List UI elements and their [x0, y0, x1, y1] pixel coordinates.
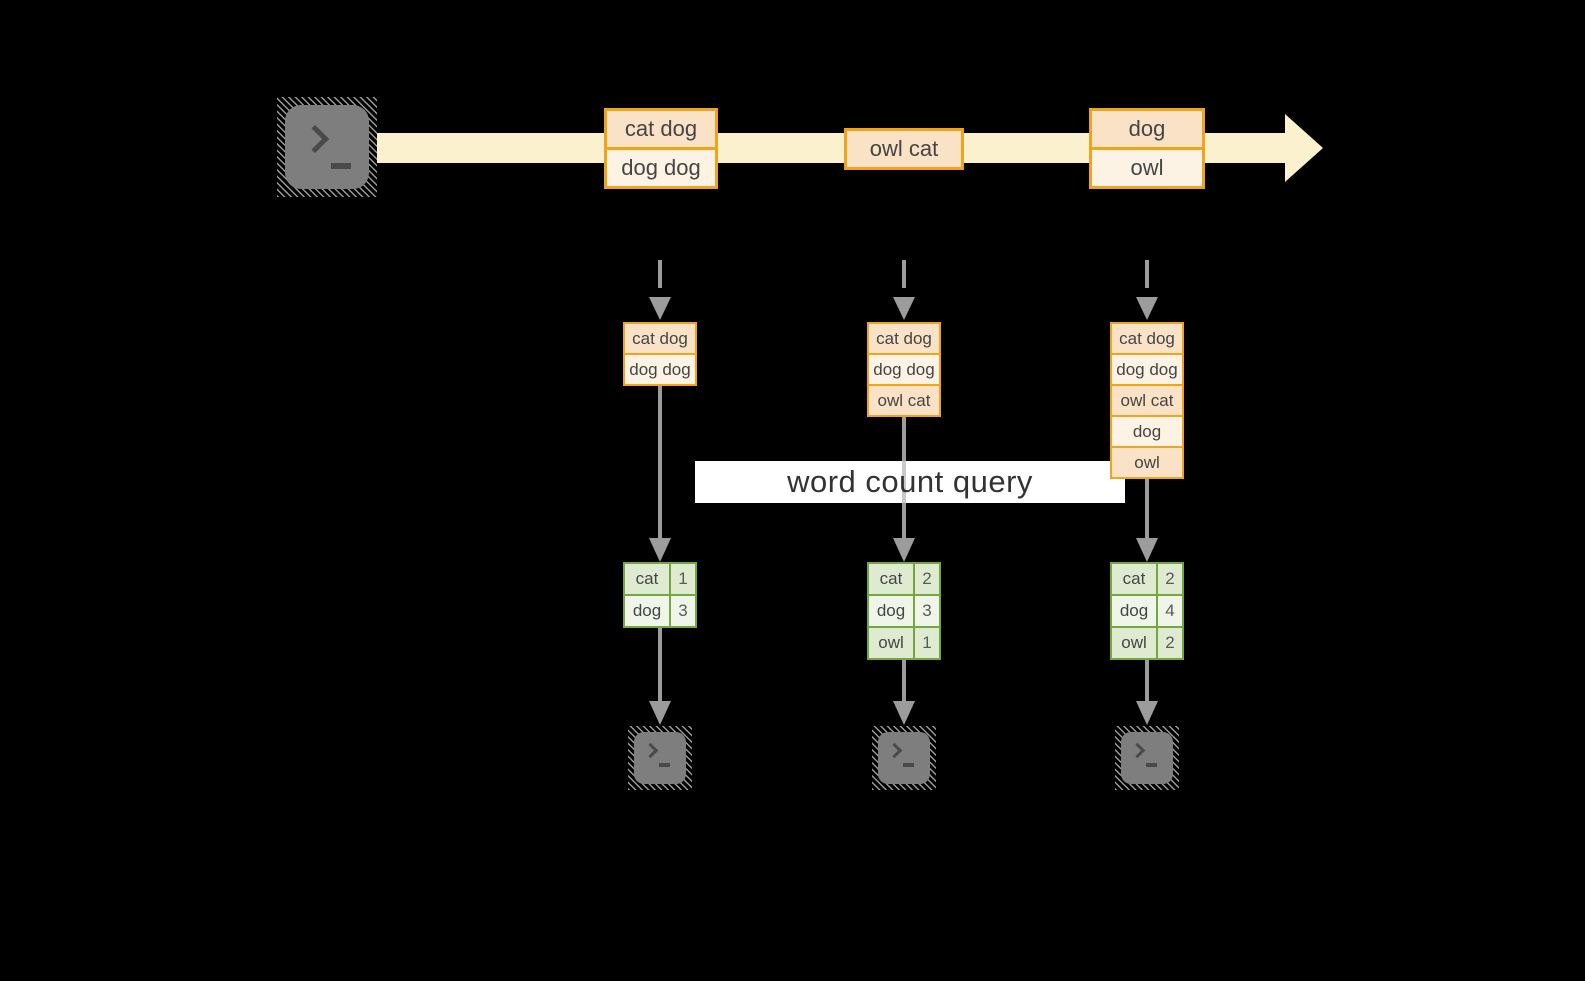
arrow-crossing-line [902, 461, 906, 503]
batch-row: dog dog [869, 353, 939, 384]
dashed-arrowhead-icon [1136, 297, 1158, 320]
prompt-chevron-icon [1129, 742, 1146, 759]
prompt-underscore-icon [659, 763, 670, 767]
output-arrow-shaft [1145, 660, 1149, 702]
count-row: owl 2 [1112, 626, 1182, 658]
batch-row: owl [1112, 446, 1182, 477]
count-cell: 2 [915, 564, 939, 594]
count-row: dog 4 [1112, 594, 1182, 626]
batch-row: owl cat [1112, 384, 1182, 415]
output-arrowhead-icon [1136, 701, 1158, 725]
query-label-band: word count query [695, 461, 1125, 503]
stream-event-box: dog owl [1089, 108, 1205, 189]
count-row: cat 2 [869, 564, 939, 594]
dashed-arrowhead-icon [649, 297, 671, 320]
word-cell: owl [869, 628, 915, 658]
count-cell: 2 [1158, 628, 1182, 658]
query-arrowhead-icon [893, 538, 915, 562]
count-cell: 4 [1158, 596, 1182, 626]
prompt-underscore-icon [1146, 763, 1157, 767]
word-cell: cat [1112, 564, 1158, 594]
count-cell: 3 [915, 596, 939, 626]
batch-row: owl cat [869, 384, 939, 415]
count-table: cat 2 dog 3 owl 1 [867, 562, 941, 660]
dashed-arrowhead-icon [893, 297, 915, 320]
terminal-icon [1115, 726, 1179, 790]
stream-arrowhead-icon [1285, 114, 1323, 182]
count-cell: 2 [1158, 564, 1182, 594]
batch-box: cat dog dog dog owl cat dog owl [1110, 322, 1184, 479]
query-arrowhead-icon [649, 538, 671, 562]
dashed-arrow-shaft [902, 260, 906, 288]
output-arrowhead-icon [893, 701, 915, 725]
word-cell: dog [625, 596, 671, 626]
count-cell: 3 [671, 596, 695, 626]
terminal-icon [872, 726, 936, 790]
stream-event-box: cat dog dog dog [604, 108, 718, 189]
batch-box: cat dog dog dog [623, 322, 697, 386]
batch-box: cat dog dog dog owl cat [867, 322, 941, 417]
stream-event-row: cat dog [607, 111, 715, 147]
output-arrowhead-icon [649, 701, 671, 725]
count-table: cat 2 dog 4 owl 2 [1110, 562, 1184, 660]
output-arrow-shaft [658, 628, 662, 702]
terminal-icon-body [1121, 732, 1173, 784]
word-cell: owl [1112, 628, 1158, 658]
query-arrow-shaft [1145, 479, 1149, 538]
prompt-underscore-icon [903, 763, 914, 767]
batch-row: dog [1112, 415, 1182, 446]
count-cell: 1 [915, 628, 939, 658]
terminal-icon-body [878, 732, 930, 784]
stream-event-box: owl cat [844, 128, 964, 170]
query-arrow-shaft [658, 386, 662, 538]
count-cell: 1 [671, 564, 695, 594]
count-row: owl 1 [869, 626, 939, 658]
batch-row: dog dog [625, 353, 695, 384]
dashed-arrow-shaft [658, 260, 662, 288]
batch-row: dog dog [1112, 353, 1182, 384]
word-cell: dog [1112, 596, 1158, 626]
batch-row: cat dog [869, 324, 939, 353]
word-cell: cat [869, 564, 915, 594]
word-cell: dog [869, 596, 915, 626]
query-label: word count query [787, 464, 1033, 499]
stream-event-row: dog dog [607, 147, 715, 186]
stream-event-row: owl [1092, 147, 1202, 186]
prompt-chevron-icon [300, 124, 330, 154]
query-arrowhead-icon [1136, 538, 1158, 562]
stream-event-row: owl cat [847, 131, 961, 167]
prompt-chevron-icon [642, 742, 659, 759]
count-row: cat 1 [625, 564, 695, 594]
terminal-icon-body [634, 732, 686, 784]
count-row: cat 2 [1112, 564, 1182, 594]
stream-event-row: dog [1092, 111, 1202, 147]
terminal-icon [277, 97, 377, 197]
word-cell: cat [625, 564, 671, 594]
terminal-icon [628, 726, 692, 790]
count-row: dog 3 [869, 594, 939, 626]
terminal-icon-body [285, 105, 369, 189]
output-arrow-shaft [902, 660, 906, 702]
prompt-chevron-icon [886, 742, 903, 759]
batch-row: cat dog [1112, 324, 1182, 353]
count-row: dog 3 [625, 594, 695, 626]
count-table: cat 1 dog 3 [623, 562, 697, 628]
prompt-underscore-icon [331, 163, 351, 169]
dashed-arrow-shaft [1145, 260, 1149, 288]
batch-row: cat dog [625, 324, 695, 353]
